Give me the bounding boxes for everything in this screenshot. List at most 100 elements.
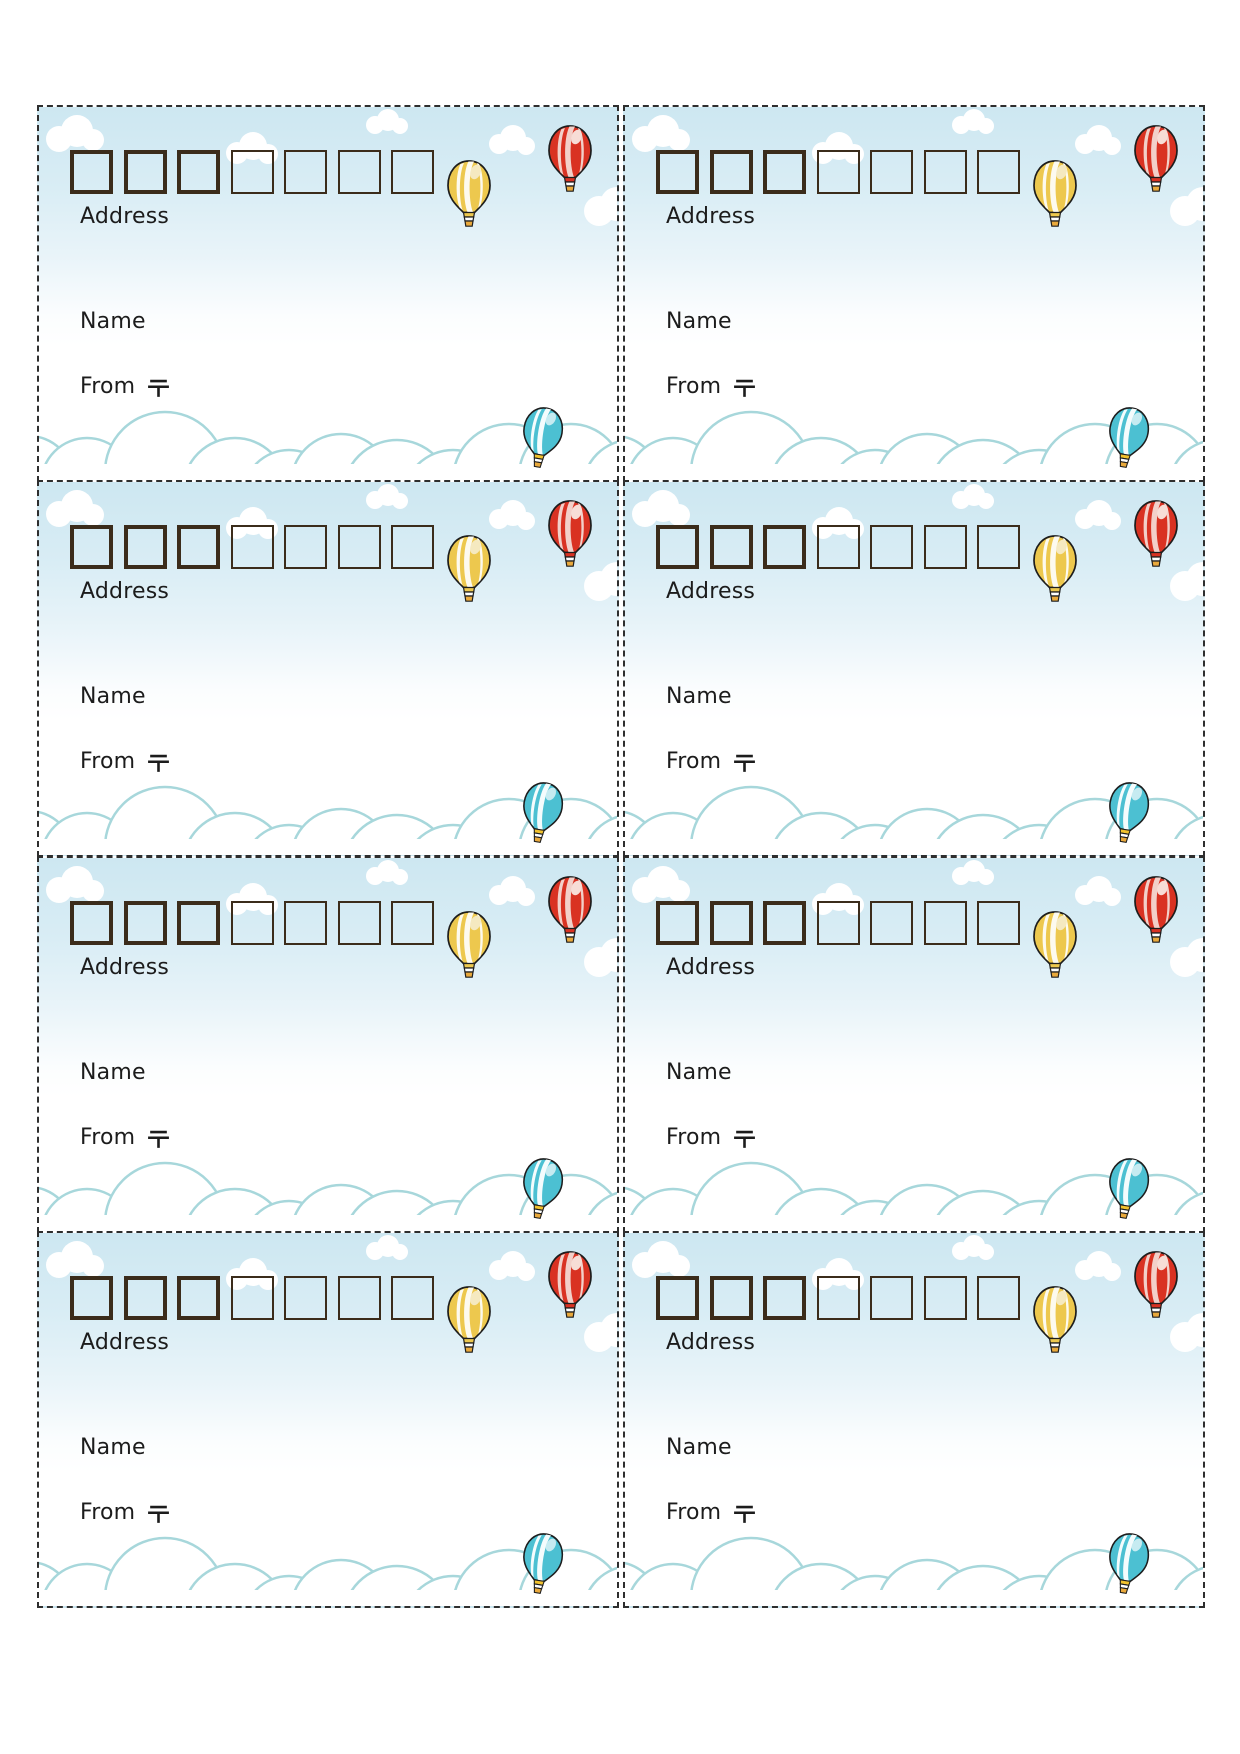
postal-digit-box bbox=[763, 150, 806, 194]
postal-digit-box bbox=[977, 901, 1020, 945]
hot-air-balloon-yellow-icon bbox=[447, 160, 491, 227]
japanese-postal-mark-icon bbox=[734, 1130, 756, 1148]
postal-digit-box bbox=[391, 1276, 434, 1320]
name-field-label: Name bbox=[80, 684, 146, 709]
postal-digit-box bbox=[177, 1276, 220, 1320]
hot-air-balloon-yellow-icon bbox=[447, 535, 491, 602]
postal-digit-box bbox=[177, 150, 220, 194]
address-label-card: Address Name From 〒 bbox=[37, 1231, 619, 1608]
postal-digit-box bbox=[816, 525, 860, 569]
hot-air-balloon-red-icon bbox=[548, 500, 592, 567]
japanese-postal-mark-icon bbox=[148, 754, 170, 772]
postal-digit-box bbox=[763, 1276, 806, 1320]
postal-digit-box bbox=[763, 901, 806, 945]
postal-digit-box bbox=[230, 1276, 274, 1320]
postal-digit-box bbox=[870, 1276, 913, 1320]
address-label-card: Address Name From 〒 bbox=[623, 105, 1205, 482]
postal-digit-box bbox=[709, 1276, 753, 1320]
hot-air-balloon-yellow-icon bbox=[1033, 160, 1077, 227]
name-field-label: Name bbox=[80, 309, 146, 334]
postal-digit-box bbox=[709, 150, 753, 194]
postal-code-boxes bbox=[70, 901, 445, 945]
postal-code-boxes bbox=[656, 525, 1031, 569]
postal-digit-box bbox=[177, 901, 220, 945]
hot-air-balloon-blue-icon bbox=[1109, 1533, 1150, 1594]
address-field-label: Address bbox=[666, 1330, 756, 1355]
address-field-label: Address bbox=[80, 955, 170, 980]
postal-digit-box bbox=[656, 901, 699, 945]
address-label-card: Address Name From 〒 bbox=[623, 1231, 1205, 1608]
name-field-label: Name bbox=[80, 1060, 146, 1085]
postal-digit-box bbox=[337, 525, 381, 569]
address-field-label: Address bbox=[80, 579, 170, 604]
postal-code-boxes bbox=[656, 1276, 1031, 1320]
hot-air-balloon-yellow-icon bbox=[1033, 911, 1077, 978]
japanese-postal-mark-icon bbox=[734, 1505, 756, 1523]
address-field-label: Address bbox=[80, 1330, 170, 1355]
postal-digit-box bbox=[923, 150, 967, 194]
hot-air-balloon-yellow-icon bbox=[1033, 1286, 1077, 1353]
from-field-label: From bbox=[666, 1125, 722, 1150]
name-field-label: Name bbox=[666, 684, 732, 709]
address-field-label: Address bbox=[80, 204, 170, 229]
hot-air-balloon-blue-icon bbox=[1109, 1158, 1150, 1219]
japanese-postal-mark-icon bbox=[148, 1130, 170, 1148]
name-field-label: Name bbox=[666, 1060, 732, 1085]
name-field-label: Name bbox=[666, 1435, 732, 1460]
postal-digit-box bbox=[230, 525, 274, 569]
postal-digit-box bbox=[123, 1276, 167, 1320]
hot-air-balloon-blue-icon bbox=[523, 1158, 564, 1219]
postal-digit-box bbox=[123, 525, 167, 569]
postal-digit-box bbox=[816, 1276, 860, 1320]
hot-air-balloon-blue-icon bbox=[523, 1533, 564, 1594]
postal-digit-box bbox=[870, 901, 913, 945]
from-field-label: From bbox=[80, 749, 136, 774]
address-field-label: Address bbox=[666, 579, 756, 604]
postal-code-boxes bbox=[70, 1276, 445, 1320]
postal-code-boxes bbox=[70, 150, 445, 194]
from-field-label: From bbox=[80, 1500, 136, 1525]
postal-digit-box bbox=[391, 150, 434, 194]
postal-digit-box bbox=[337, 150, 381, 194]
name-field-label: Name bbox=[666, 309, 732, 334]
postal-digit-box bbox=[70, 525, 113, 569]
hot-air-balloon-yellow-icon bbox=[1033, 535, 1077, 602]
hot-air-balloon-yellow-icon bbox=[447, 911, 491, 978]
postal-digit-box bbox=[123, 901, 167, 945]
postal-digit-box bbox=[284, 901, 327, 945]
postal-digit-box bbox=[870, 150, 913, 194]
hot-air-balloon-blue-icon bbox=[1109, 782, 1150, 843]
postal-digit-box bbox=[284, 150, 327, 194]
postal-digit-box bbox=[337, 901, 381, 945]
postal-digit-box bbox=[391, 901, 434, 945]
address-field-label: Address bbox=[666, 204, 756, 229]
postal-digit-box bbox=[177, 525, 220, 569]
hot-air-balloon-red-icon bbox=[1134, 500, 1178, 567]
address-label-card: Address Name From 〒 bbox=[623, 480, 1205, 857]
address-label-card: Address Name From 〒 bbox=[37, 856, 619, 1233]
postal-digit-box bbox=[70, 1276, 113, 1320]
from-field-label: From bbox=[666, 374, 722, 399]
hot-air-balloon-red-icon bbox=[1134, 1251, 1178, 1318]
hot-air-balloon-red-icon bbox=[548, 125, 592, 192]
from-field-label: From bbox=[666, 749, 722, 774]
hot-air-balloon-red-icon bbox=[1134, 876, 1178, 943]
postal-digit-box bbox=[923, 1276, 967, 1320]
postal-digit-box bbox=[284, 525, 327, 569]
japanese-postal-mark-icon bbox=[734, 754, 756, 772]
postal-digit-box bbox=[337, 1276, 381, 1320]
hot-air-balloon-blue-icon bbox=[1109, 407, 1150, 468]
hot-air-balloon-red-icon bbox=[548, 876, 592, 943]
hot-air-balloon-red-icon bbox=[548, 1251, 592, 1318]
postal-digit-box bbox=[977, 1276, 1020, 1320]
postal-digit-box bbox=[816, 901, 860, 945]
postal-digit-box bbox=[923, 525, 967, 569]
name-field-label: Name bbox=[80, 1435, 146, 1460]
japanese-postal-mark-icon bbox=[734, 379, 756, 397]
postal-digit-box bbox=[977, 525, 1020, 569]
from-field-label: From bbox=[666, 1500, 722, 1525]
postal-digit-box bbox=[123, 150, 167, 194]
hot-air-balloon-blue-icon bbox=[523, 407, 564, 468]
